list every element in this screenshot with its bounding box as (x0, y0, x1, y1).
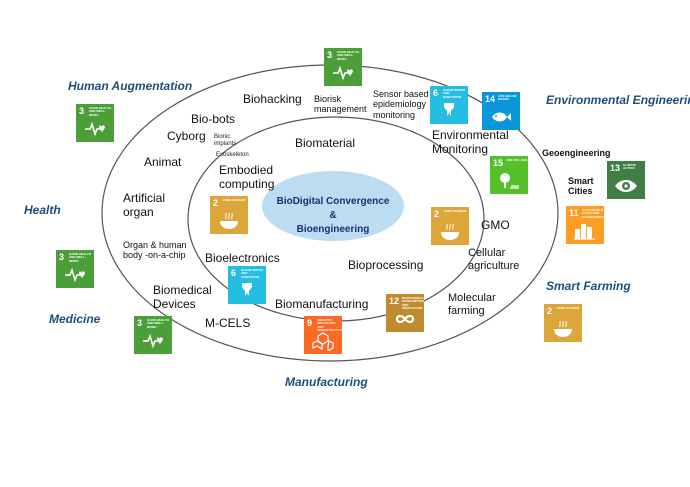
sdg-caption: Clean water and sanitation (241, 268, 263, 279)
sdg-caption: Good health and well-being (147, 318, 169, 329)
core-title: BioDigital Convergence & Bioengineering (262, 195, 404, 237)
sdg-tile-sdg3-left: 3 Good health and well-being (76, 104, 114, 142)
sdg-caption: Good health and well-being (69, 252, 91, 263)
tree-icon (500, 173, 519, 189)
sdg-number: 9 (307, 318, 313, 328)
eye-globe-icon (615, 180, 637, 192)
category-health: Health (24, 203, 61, 217)
sdg-number: 3 (59, 252, 65, 262)
label-bioelectronics: Bioelectronics (205, 251, 280, 265)
sdg-number: 11 (569, 208, 579, 218)
label-animat: Animat (144, 155, 182, 169)
core-bubble (262, 171, 404, 241)
sdg-tile-sdg6-bottom: 6 Clean water and sanitation (228, 266, 266, 304)
label-bioprocessing: Bioprocessing (348, 258, 424, 272)
fish-icon (492, 112, 511, 122)
sdg-tile-sdg3-top: 3 Good health and well-being (324, 48, 362, 86)
sdg-number: 6 (433, 88, 439, 98)
core-title-line3: Bioengineering (296, 224, 370, 235)
sdg-number: 13 (610, 163, 621, 173)
label-artificial-organ: Artificial organ (123, 191, 166, 219)
label-gmo: GMO (481, 218, 510, 232)
bowl-icon (220, 212, 238, 229)
sdg-tile-sdg12: 12Responsible consumption and production (386, 294, 424, 332)
sdg-number: 2 (547, 306, 553, 316)
label-embodied-computing: Embodied computing (219, 163, 275, 191)
sdg-caption: Zero hunger (557, 306, 580, 310)
sdg-number: 3 (79, 106, 85, 116)
sdg-number: 14 (485, 94, 496, 104)
sdg-number: 15 (493, 158, 504, 168)
sdg-caption: Sustainable cities and communities (582, 208, 604, 219)
sdg-caption: Life below water (498, 94, 517, 102)
sdg-number: 6 (231, 268, 237, 278)
label-biohacking: Biohacking (243, 92, 302, 106)
label-bio-bots: Bio-bots (191, 112, 236, 126)
heartbeat-icon (85, 121, 105, 137)
label-biomedical-devices: Biomedical Devices (153, 283, 212, 311)
sdg-caption: Zero hunger (444, 209, 467, 213)
buildings-icon (574, 224, 595, 240)
sdg-tile-sdg14: 14Life below water (482, 92, 520, 130)
core-title-line2: & (329, 210, 337, 221)
label-environmental-monitoring: Environmental Monitoring (432, 128, 509, 156)
label-m-cels: M-CELS (205, 316, 251, 330)
heartbeat-icon (143, 333, 163, 349)
label-molecular-farming: Molecular farming (448, 292, 496, 317)
label-cellular-agriculture: Cellular agriculture (468, 247, 520, 272)
sdg-tile-sdg3-health: 3 Good health and well-being (56, 250, 94, 288)
category-medicine: Medicine (49, 312, 101, 326)
sdg-tile-sdg13: 13Climate action (607, 161, 645, 199)
sdg-caption: Climate action (623, 163, 637, 171)
category-human-augmentation: Human Augmentation (68, 79, 193, 93)
label-cyborg: Cyborg (167, 129, 206, 143)
sdg-tile-sdg6-top: 6 Clean water and sanitation (430, 86, 468, 124)
sdg-number: 2 (213, 198, 219, 208)
sdg-caption: Good health and well-being (337, 50, 359, 61)
water-drop-icon (242, 283, 252, 301)
label-bionic-implants: Bionic implants (214, 134, 237, 147)
label-geoengineering: Geoengineering (542, 148, 611, 158)
sdg-number: 3 (137, 318, 143, 328)
label-biorisk-management: Biorisk management (314, 94, 367, 115)
heartbeat-icon (65, 267, 85, 283)
bowl-icon (554, 320, 572, 337)
sdg-tile-sdg3-medicine: 3 Good health and well-being (134, 316, 172, 354)
sdg-number: 2 (434, 209, 440, 219)
sdg-tile-sdg9: 9 Industry, innovation and infrastructure (304, 316, 342, 354)
core-title-line1: BioDigital Convergence (276, 196, 390, 207)
sdg-tile-sdg15: 15Life on land (490, 156, 528, 194)
label-biomaterial: Biomaterial (295, 136, 356, 150)
sdg-tile-sdg11: 11Sustainable cities and communities (566, 206, 604, 244)
label-sensor-epidemiology: Sensor based epidemiology monitoring (373, 89, 429, 120)
category-smart-farming: Smart Farming (546, 279, 631, 293)
category-manufacturing: Manufacturing (285, 375, 368, 389)
sdg-tile-sdg2-right: 2 Zero hunger (431, 207, 469, 245)
label-organ-on-chip: Organ & human body -on-a-chip (123, 240, 187, 261)
sdg-number: 12 (389, 296, 400, 306)
sdg-tile-sdg2-left: 2 Zero hunger (210, 196, 248, 234)
cubes-icon (312, 332, 334, 351)
sdg-caption: Responsible consumption and production (402, 296, 424, 310)
sdg-caption: Clean water and sanitation (443, 88, 465, 99)
sdg-caption: Zero hunger (223, 198, 246, 202)
water-drop-icon (444, 103, 454, 121)
sdg-caption: Industry, innovation and infrastructure (317, 318, 342, 332)
sdg-tile-sdg2-farming: 2 Zero hunger (544, 304, 582, 342)
sdg-caption: Good health and well-being (89, 106, 111, 117)
heartbeat-icon (333, 65, 353, 81)
sdg-caption: Life on land (506, 158, 527, 162)
infinity-icon (395, 314, 415, 324)
category-environmental-engineering: Environmental Engineering (546, 93, 690, 107)
label-biomanufacturing: Biomanufacturing (275, 297, 369, 311)
label-exoskeleton: Exoskeleton (216, 152, 249, 158)
label-smart-cities: Smart Cities (568, 176, 594, 197)
bowl-icon (441, 223, 459, 240)
sdg-number: 3 (327, 50, 333, 60)
